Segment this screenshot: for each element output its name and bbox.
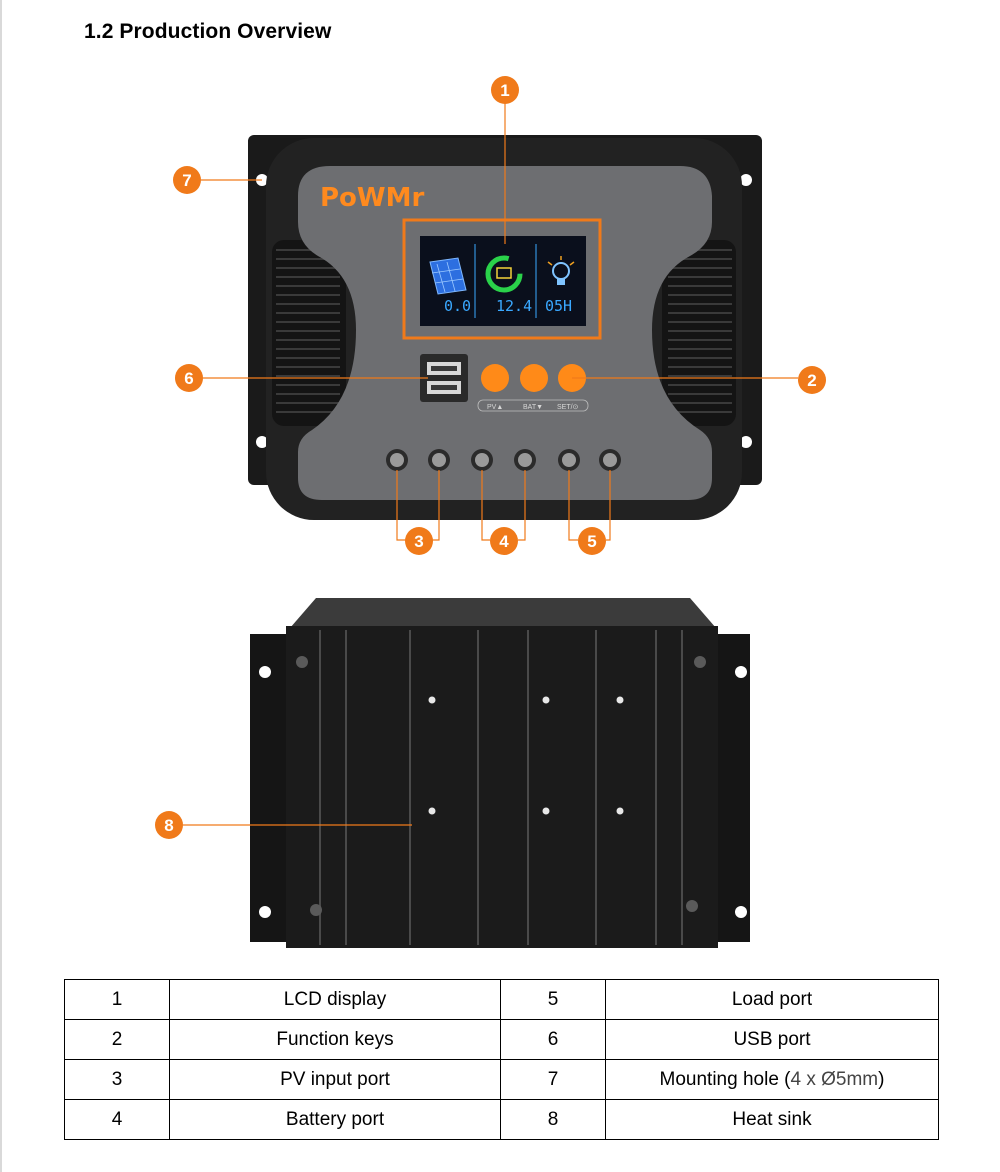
right-vent <box>662 240 736 426</box>
table-cell-label: Function keys <box>169 1019 501 1060</box>
table-cell-number: 2 <box>64 1019 170 1060</box>
mounting-hole <box>259 666 271 678</box>
brand-logo: PoWMr <box>320 183 424 213</box>
bulb-icon <box>547 256 575 285</box>
left-vent <box>272 240 346 426</box>
table-cell-label: USB port <box>605 1019 939 1060</box>
solar-panel-icon <box>429 257 467 295</box>
table-cell-number: 4 <box>64 1099 170 1140</box>
lcd-load-value: 05H <box>545 297 572 315</box>
mounting-hole <box>256 436 268 448</box>
parts-table: 1 LCD display 5 Load port 2 Function key… <box>64 979 939 1140</box>
heat-sink-fins <box>319 630 683 945</box>
svg-text:1: 1 <box>500 81 509 100</box>
battery-icon <box>485 255 523 293</box>
mounting-hole <box>740 436 752 448</box>
key-label-bat: BAT▼ <box>523 404 543 411</box>
callout-3: 3 <box>405 527 433 555</box>
lcd-highlight-frame <box>402 218 602 340</box>
right-flange <box>712 634 750 942</box>
svg-text:4: 4 <box>499 532 509 551</box>
table-cell-number: 7 <box>500 1059 606 1100</box>
mounting-hole <box>259 906 271 918</box>
key-label-set: SET/⊙ <box>557 404 579 411</box>
controller-back-view <box>250 598 750 948</box>
table-cell-number: 6 <box>500 1019 606 1060</box>
callout-8: 8 <box>155 811 183 839</box>
table-cell-number: 3 <box>64 1059 170 1100</box>
left-flange <box>250 634 288 942</box>
mounting-hole <box>735 906 747 918</box>
table-cell-label: PV input port <box>169 1059 501 1100</box>
terminal-screws <box>386 449 621 471</box>
lcd-battery-value: 12.4 <box>496 297 532 315</box>
callout-5: 5 <box>578 527 606 555</box>
table-cell-label: LCD display <box>169 979 501 1020</box>
function-keys: PV▲ BAT▼ SET/⊙ <box>477 364 589 412</box>
callout-7: 7 <box>173 166 201 194</box>
table-cell-label: Load port <box>605 979 939 1020</box>
table-cell-number: 5 <box>500 979 606 1020</box>
key-label-pv: PV▲ <box>487 404 503 411</box>
section-title: 1.2 Production Overview <box>84 20 332 43</box>
table-row: 2 Function keys 6 USB port <box>64 1019 939 1060</box>
mounting-hole-detail: 4 x Ø5mm <box>790 1068 879 1090</box>
mounting-hole <box>740 174 752 186</box>
svg-text:8: 8 <box>164 816 173 835</box>
front-panel <box>298 166 712 500</box>
lcd-pv-value: 0.0 <box>444 297 471 315</box>
table-cell-label: Heat sink <box>605 1099 939 1140</box>
product-figure: PoWMr 0.0 12.4 05H <box>155 76 826 948</box>
callout-2: 2 <box>798 366 826 394</box>
page-margin-rule <box>0 0 2 1172</box>
svg-text:2: 2 <box>807 371 816 390</box>
bat-down-key <box>520 364 548 392</box>
table-cell-number: 1 <box>64 979 170 1020</box>
table-row: 3 PV input port 7 Mounting hole (4 x Ø5m… <box>64 1059 939 1100</box>
callout-leaders-top <box>201 102 798 541</box>
svg-text:5: 5 <box>587 532 596 551</box>
table-cell-label: Mounting hole (4 x Ø5mm) <box>605 1059 939 1100</box>
mounting-hole <box>735 666 747 678</box>
callout-6: 6 <box>175 364 203 392</box>
svg-text:7: 7 <box>182 171 191 190</box>
mounting-hole-label: Mounting hole ( <box>659 1068 791 1090</box>
heat-sink <box>286 626 718 948</box>
controller-front-view: PoWMr 0.0 12.4 05H <box>248 135 762 520</box>
callout-1: 1 <box>491 76 519 104</box>
table-row: 4 Battery port 8 Heat sink <box>64 1099 939 1140</box>
usb-ports <box>420 354 468 402</box>
svg-text:3: 3 <box>414 532 423 551</box>
pv-up-key <box>481 364 509 392</box>
table-row: 1 LCD display 5 Load port <box>64 979 939 1020</box>
callout-4: 4 <box>490 527 518 555</box>
table-cell-number: 8 <box>500 1099 606 1140</box>
svg-text:6: 6 <box>184 369 193 388</box>
table-cell-label: Battery port <box>169 1099 501 1140</box>
mounting-hole-close: ) <box>878 1068 885 1090</box>
